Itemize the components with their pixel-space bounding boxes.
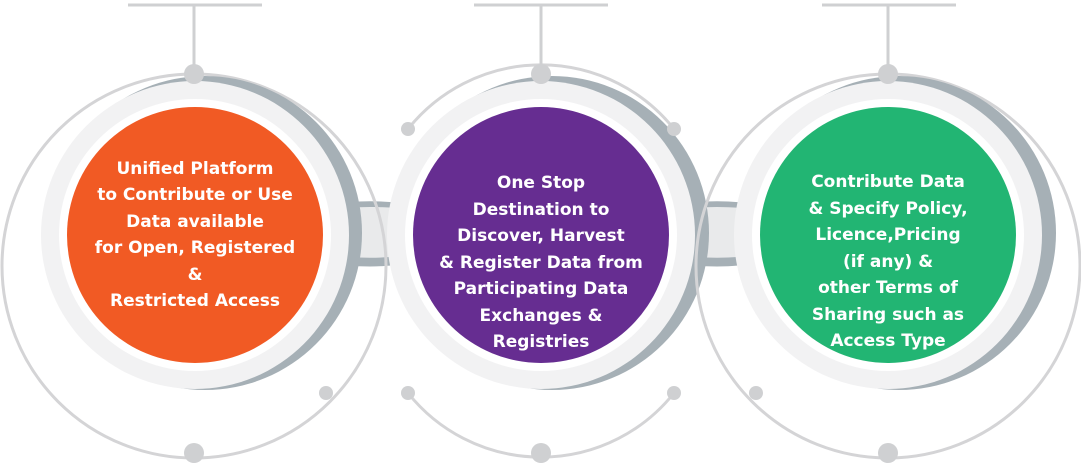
circle-3-line: other Terms of	[818, 278, 958, 299]
circle-purple	[413, 107, 669, 363]
top-connectors	[128, 3, 956, 70]
circle-text-3: Contribute Data & Specify Policy, Licenc…	[783, 157, 993, 367]
circle-1-line: for Open, Registered	[94, 238, 296, 258]
circle-2-line: Registries	[492, 332, 590, 353]
circle-1-line: to Contribute or Use	[97, 185, 293, 205]
circle-1-line: Restricted Access	[110, 291, 280, 311]
circle-2-line: One Stop	[496, 173, 586, 194]
circle-2-line: Exchanges &	[479, 305, 603, 326]
circle-2-line: & Register Data from	[439, 252, 643, 273]
circle-3-line: Sharing such as	[811, 304, 965, 325]
circle-2-line: Discover, Harvest	[457, 226, 625, 247]
connector-dots	[184, 64, 898, 463]
circle-green	[760, 107, 1016, 363]
circle-2-line: Destination to	[472, 199, 610, 220]
circle-text-1: Unified Platform to Contribute or Use Da…	[90, 130, 300, 340]
circle-3-line: (if any) &	[842, 251, 934, 272]
circle-orange	[67, 107, 323, 363]
circle-3-line: Contribute Data	[811, 172, 965, 193]
circle-3-line: & Specify Policy,	[808, 198, 968, 219]
circle-3-line: Licence,Pricing	[815, 225, 961, 246]
ring-group-3	[694, 72, 1081, 460]
circle-1-line: Unified Platform	[116, 158, 274, 179]
circle-3-line: Access Type	[830, 331, 946, 352]
circle-1-line: Data available	[126, 211, 264, 232]
circle-1-line: &	[187, 264, 203, 285]
ring-group-1	[0, 72, 388, 460]
circle-text-2: One Stop Destination to Discover, Harves…	[436, 158, 646, 368]
circle-2-line: Participating Data	[453, 279, 629, 300]
